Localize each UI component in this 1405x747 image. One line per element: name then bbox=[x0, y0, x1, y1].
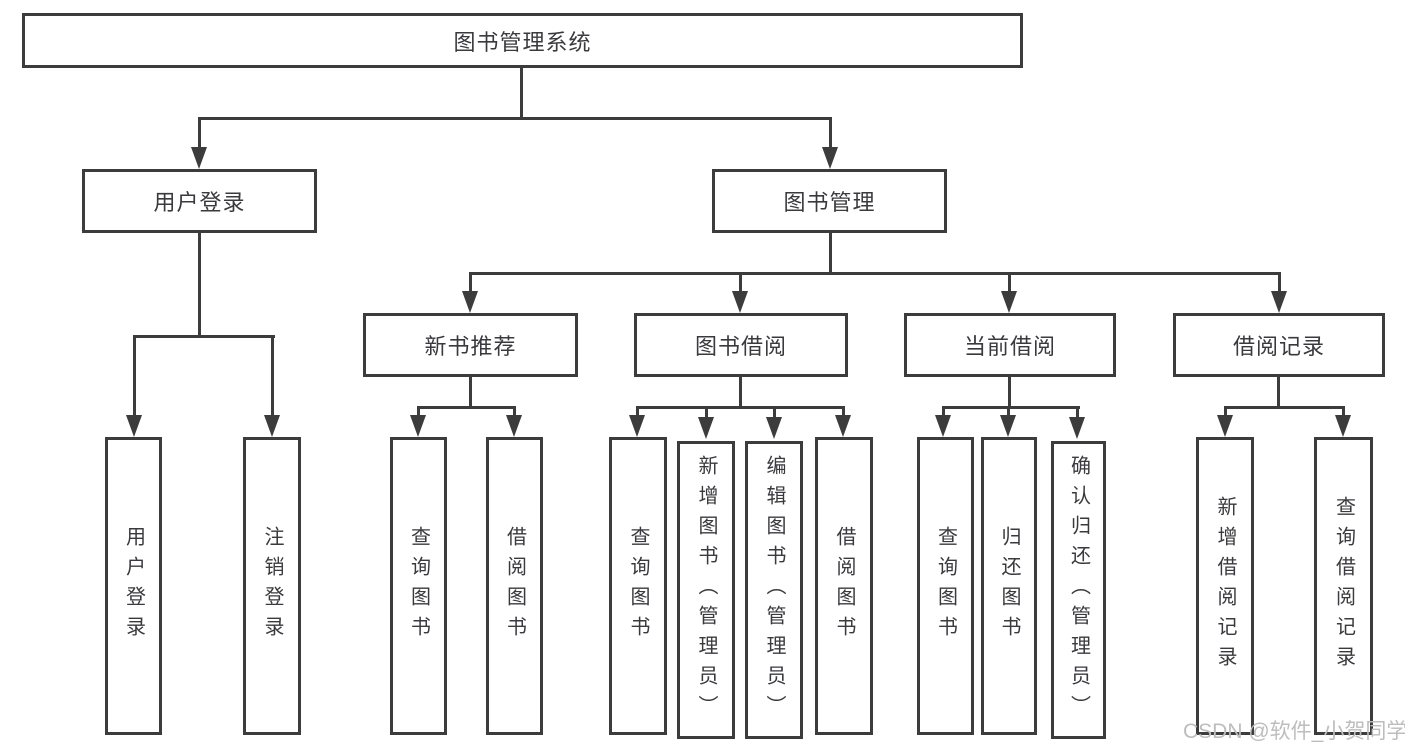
node-root-label: 图书管理系统 bbox=[453, 29, 592, 55]
leaf-query-book-1: 查询图书 bbox=[390, 437, 447, 735]
connector-borrowrecords-branch bbox=[1224, 406, 1345, 409]
arrow-down-icon bbox=[1001, 291, 1017, 313]
leaf-return-book: 归还图书 bbox=[981, 437, 1037, 735]
arrow-down-icon bbox=[410, 415, 426, 437]
node-user-login-label: 用户登录 bbox=[153, 190, 246, 215]
leaf-user-login-label: 用户登录 bbox=[122, 526, 145, 646]
node-borrow-records-label: 借阅记录 bbox=[1232, 334, 1325, 359]
leaf-borrow-book-2: 借阅图书 bbox=[815, 437, 873, 735]
connector-drop-current-borrow bbox=[1008, 272, 1011, 293]
connector-drop-book-borrow bbox=[739, 272, 742, 293]
leaf-borrow-book-1-label: 借阅图书 bbox=[503, 526, 526, 646]
leaf-query-borrow-record-label: 查询借阅记录 bbox=[1332, 496, 1355, 676]
leaf-query-book-2: 查询图书 bbox=[609, 437, 667, 735]
arrow-down-icon bbox=[264, 415, 280, 437]
connector-drop bbox=[842, 406, 845, 418]
connector-drop bbox=[513, 406, 516, 418]
connector-root-branch bbox=[198, 117, 832, 120]
arrow-down-icon bbox=[766, 417, 782, 439]
connector-bookmgmt-stem bbox=[829, 232, 832, 275]
node-book-management-label: 图书管理 bbox=[783, 190, 876, 215]
node-root: 图书管理系统 bbox=[22, 13, 1023, 68]
connector-borrowrecords-stem bbox=[1277, 377, 1280, 409]
connector-drop bbox=[1224, 406, 1227, 418]
csdn-watermark: CSDN @软件_小贺同学 bbox=[1183, 720, 1405, 743]
node-user-login: 用户登录 bbox=[82, 169, 317, 233]
connector-newbook-stem bbox=[469, 377, 472, 409]
arrow-down-icon bbox=[1217, 415, 1233, 437]
connector-drop bbox=[1007, 406, 1010, 418]
connector-userlogin-stem bbox=[198, 232, 201, 338]
arrow-down-icon bbox=[1271, 291, 1287, 313]
arrow-down-icon bbox=[822, 147, 838, 169]
node-book-management: 图书管理 bbox=[712, 169, 947, 233]
connector-drop-leaf-user-login bbox=[133, 335, 136, 416]
node-book-borrow-label: 图书借阅 bbox=[694, 334, 787, 359]
connector-userlogin-branch bbox=[133, 335, 275, 338]
arrow-down-icon bbox=[126, 415, 142, 437]
connector-drop bbox=[417, 406, 420, 418]
connector-bookborrow-branch bbox=[636, 406, 845, 409]
leaf-query-book-1-label: 查询图书 bbox=[407, 526, 430, 646]
leaf-logout: 注销登录 bbox=[243, 437, 301, 735]
connector-currentborrow-branch bbox=[942, 406, 1080, 409]
leaf-confirm-return-admin-label: 确认归还（管理员） bbox=[1067, 455, 1090, 725]
leaf-add-borrow-record-label: 新增借阅记录 bbox=[1214, 496, 1236, 676]
connector-drop bbox=[705, 406, 708, 418]
node-book-borrow: 图书借阅 bbox=[634, 313, 848, 377]
connector-drop-new-book bbox=[469, 272, 472, 293]
arrow-down-icon bbox=[462, 291, 478, 313]
arrow-down-icon bbox=[935, 415, 951, 437]
leaf-add-borrow-record: 新增借阅记录 bbox=[1196, 437, 1254, 735]
leaf-add-book-admin-label: 新增图书（管理员） bbox=[695, 455, 717, 725]
leaf-add-book-admin: 新增图书（管理员） bbox=[677, 441, 735, 739]
arrow-down-icon bbox=[506, 415, 522, 437]
arrow-down-icon bbox=[698, 417, 714, 439]
arrow-down-icon bbox=[835, 415, 851, 437]
connector-drop bbox=[636, 406, 639, 418]
leaf-confirm-return-admin: 确认归还（管理员） bbox=[1051, 441, 1106, 739]
leaf-query-book-3: 查询图书 bbox=[917, 437, 974, 735]
connector-drop bbox=[773, 406, 776, 418]
connector-bookborrow-stem bbox=[739, 377, 742, 409]
leaf-query-book-2-label: 查询图书 bbox=[627, 526, 649, 646]
arrow-down-icon bbox=[1069, 417, 1085, 439]
node-current-borrow: 当前借阅 bbox=[904, 313, 1116, 377]
connector-currentborrow-stem bbox=[1008, 377, 1011, 409]
arrow-down-icon bbox=[1335, 415, 1351, 437]
connector-bookmgmt-branch bbox=[469, 272, 1281, 275]
connector-root-stem bbox=[520, 68, 523, 119]
arrow-down-icon bbox=[1000, 415, 1016, 437]
node-new-book-recommend: 新书推荐 bbox=[363, 313, 578, 377]
connector-drop-book-management bbox=[829, 117, 832, 149]
connector-drop-borrow-records bbox=[1278, 272, 1281, 293]
connector-drop bbox=[1076, 406, 1079, 418]
node-borrow-records: 借阅记录 bbox=[1173, 313, 1385, 377]
leaf-logout-label: 注销登录 bbox=[261, 526, 283, 646]
node-new-book-recommend-label: 新书推荐 bbox=[424, 334, 517, 359]
leaf-borrow-book-1: 借阅图书 bbox=[486, 437, 543, 735]
connector-newbook-branch bbox=[417, 406, 516, 409]
leaf-return-book-label: 归还图书 bbox=[998, 526, 1020, 646]
leaf-query-book-3-label: 查询图书 bbox=[934, 526, 957, 646]
leaf-query-borrow-record: 查询借阅记录 bbox=[1314, 437, 1373, 735]
node-current-borrow-label: 当前借阅 bbox=[963, 334, 1056, 359]
leaf-user-login: 用户登录 bbox=[105, 437, 162, 735]
arrow-down-icon bbox=[629, 415, 645, 437]
leaf-edit-book-admin-label: 编辑图书（管理员） bbox=[763, 455, 785, 725]
connector-drop bbox=[1342, 406, 1345, 418]
arrow-down-icon bbox=[191, 147, 207, 169]
leaf-borrow-book-2-label: 借阅图书 bbox=[833, 526, 855, 646]
arrow-down-icon bbox=[732, 291, 748, 313]
connector-drop-user-login bbox=[198, 117, 201, 149]
connector-drop bbox=[942, 406, 945, 418]
connector-drop-leaf-logout bbox=[271, 335, 274, 416]
leaf-edit-book-admin: 编辑图书（管理员） bbox=[745, 441, 803, 739]
